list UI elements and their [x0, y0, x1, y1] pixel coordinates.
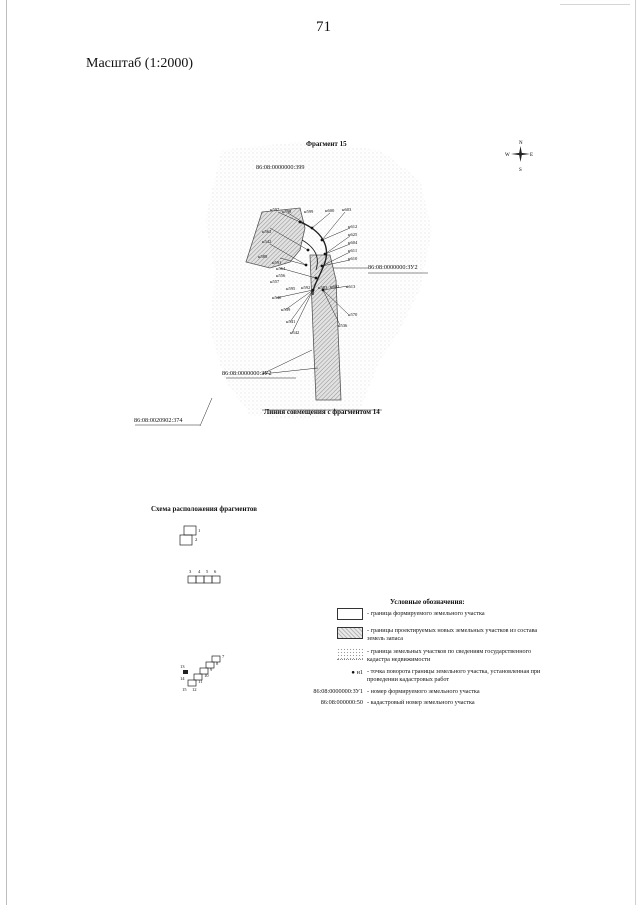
- legend-text: - точка поворота границы земельного учас…: [367, 668, 541, 683]
- legend-symbol-formed-boundary: [337, 608, 363, 620]
- point-label: н592: [301, 285, 311, 290]
- scheme-label: 7: [222, 654, 225, 659]
- point-label: н570: [348, 312, 358, 317]
- scheme-label: 12: [192, 687, 197, 692]
- point-label: н536: [338, 323, 348, 328]
- compass-rose-icon: N S W E: [505, 141, 533, 172]
- legend-symbol-hatched: [337, 627, 363, 639]
- point-label: н541: [286, 319, 296, 324]
- cadastral-label-bottom-left: 86:08:0020902:374: [134, 417, 183, 424]
- point-label: н562: [262, 229, 272, 234]
- page-right-edge: [635, 0, 636, 905]
- point-label: н539: [281, 307, 291, 312]
- point-label: н597: [270, 207, 280, 212]
- point-label: н602: [330, 284, 340, 289]
- scheme-label: 9: [210, 667, 213, 672]
- formed-parcel-inner: [301, 239, 318, 271]
- scheme-label: 3: [189, 569, 192, 574]
- cadastral-label-west: 86:08:0000000:ЗУ2: [222, 370, 272, 377]
- point-label: н542: [290, 330, 300, 335]
- layout-scheme-title: Схема расположения фрагментов: [151, 505, 258, 513]
- legend-text: - граница формируемого земельного участк…: [367, 610, 485, 617]
- legend-item: ● н1 - точка поворота границы земельного…: [277, 668, 547, 690]
- legend-text: - граница земельных участков по сведения…: [367, 648, 532, 663]
- scheme-label: 11: [198, 679, 203, 684]
- scheme-label: 15: [182, 687, 187, 692]
- layout-scheme-diagram: 1 2 3 4 5 6: [179, 525, 221, 584]
- point-label: н557: [270, 279, 280, 284]
- point-label: н564: [276, 266, 286, 271]
- point-label: н583: [318, 285, 328, 290]
- legend-item: - граница формируемого земельного участк…: [277, 608, 547, 630]
- point-labels: н597 н598 н599 н600 н603 н612 н625 н604 …: [258, 207, 358, 335]
- legend-text: - кадастровый номер земельного участка: [367, 699, 475, 706]
- scheme-label: 13: [180, 664, 185, 669]
- compass-w: W: [505, 153, 510, 158]
- page-top-edge: [560, 4, 630, 5]
- page-number: 71: [316, 19, 331, 35]
- point-label: н588: [258, 254, 268, 259]
- scheme-label: 5: [206, 569, 209, 574]
- point-label: н600: [325, 208, 335, 213]
- point-label: н556: [276, 273, 286, 278]
- point-label: н599: [304, 209, 314, 214]
- point-label: н542: [262, 239, 272, 244]
- legend-item: - границы проектируемых новых земельных …: [277, 627, 547, 649]
- scheme-label: 14: [180, 676, 185, 681]
- legend-symbol-cadastral-boundary: [337, 648, 363, 660]
- point-label: н540: [272, 295, 282, 300]
- point-label: н611: [348, 248, 358, 253]
- point-label: н612: [348, 224, 358, 229]
- cadastral-label-top: 86:08:0000000:399: [256, 164, 305, 171]
- page-left-edge: [6, 0, 7, 905]
- legend-text: - границы проектируемых новых земельных …: [367, 627, 538, 642]
- scale-label: Масштаб (1:2000): [86, 56, 193, 71]
- merge-line-label: Линия совмещения с фрагментом 14: [264, 408, 380, 416]
- point-label: н613: [346, 284, 356, 289]
- scheme-label: 10: [204, 673, 209, 678]
- scheme-label: 2: [195, 537, 198, 542]
- scheme-label: 8: [216, 661, 219, 666]
- compass-s: S: [519, 168, 522, 172]
- compass-n: N: [519, 141, 523, 146]
- point-label: н591: [272, 260, 282, 265]
- hatched-parcel-wing: [245, 207, 306, 269]
- point-label: н595: [286, 286, 296, 291]
- legend-title: Условные обозначения:: [390, 598, 465, 606]
- scheme-label: 4: [198, 569, 201, 574]
- legend-code: 86:08:0000000:ЗУ1: [313, 688, 363, 695]
- legend-item: - граница земельных участков по сведения…: [277, 648, 547, 670]
- layout-scheme-stairs: 7 8 9 10 11 12 13 14 15: [180, 654, 225, 692]
- legend-text: - номер формируемого земельного участка: [367, 688, 480, 695]
- legend-item: 86:08:000000:50 - кадастровый номер земе…: [277, 698, 547, 720]
- legend-code: ● н1: [351, 669, 363, 676]
- legend-item: 86:08:0000000:ЗУ1 - номер формируемого з…: [277, 687, 547, 709]
- point-label: н610: [348, 256, 358, 261]
- point-label: н603: [342, 207, 352, 212]
- scheme-label: 1: [198, 528, 201, 533]
- compass-e: E: [530, 153, 533, 158]
- legend-code: 86:08:000000:50: [320, 699, 363, 706]
- point-label: н625: [348, 232, 358, 237]
- fragment-title: Фрагмент 15: [306, 140, 347, 148]
- hatched-parcel-strip: [309, 254, 342, 401]
- point-label: н598: [282, 209, 292, 214]
- scheme-label: 6: [214, 569, 217, 574]
- point-label: н604: [348, 240, 358, 245]
- cadastral-label-east: 86:08:0000000:ЗУ2: [368, 264, 418, 271]
- leader-lines: [135, 211, 428, 427]
